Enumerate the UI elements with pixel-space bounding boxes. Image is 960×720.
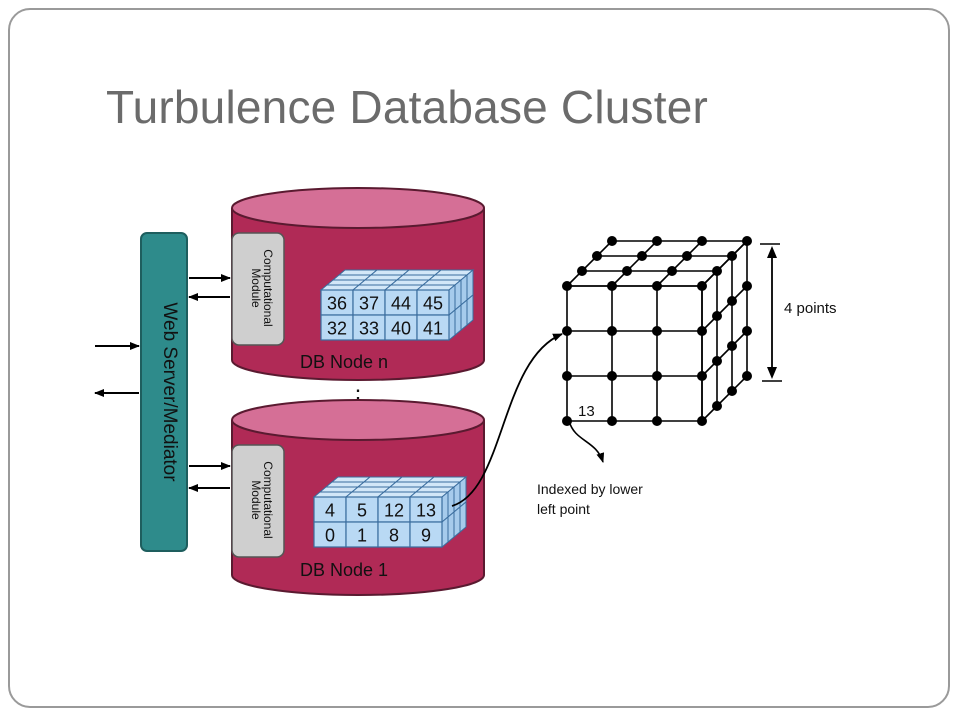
dimension-label: 4 points — [784, 300, 837, 317]
grid-point — [697, 326, 707, 336]
grid-point — [742, 326, 752, 336]
cell-side-face — [466, 293, 474, 327]
grid-point — [592, 251, 602, 261]
grid-cell-label: 0 — [325, 526, 335, 546]
grid-point — [712, 311, 722, 321]
grid-point — [607, 236, 617, 246]
cube-edge — [701, 375, 748, 422]
grid-point — [562, 326, 572, 336]
grid-point — [607, 416, 617, 426]
grid-point — [742, 371, 752, 381]
dimension-marker: 4 points — [760, 243, 837, 382]
module-label-line2: Module — [249, 268, 263, 308]
grid-point — [712, 266, 722, 276]
grid-point — [607, 281, 617, 291]
grid-cell-label: 4 — [325, 501, 335, 521]
grid-cell — [384, 314, 418, 341]
computational-module-n — [231, 232, 285, 346]
cube-edge — [566, 240, 613, 287]
grid-point — [697, 416, 707, 426]
cube-edge — [701, 285, 748, 332]
module-label-line1: Computational — [261, 249, 275, 326]
grid-point — [622, 266, 632, 276]
slide-title: Turbulence Database Cluster — [106, 81, 709, 133]
grid-cell-label: 8 — [389, 526, 399, 546]
grid-cell — [320, 314, 354, 341]
grid-point — [727, 341, 737, 351]
data-block-n: 36 37 44 45 32 33 40 41 — [319, 268, 475, 342]
cube-edge — [701, 240, 748, 287]
grid-point — [637, 251, 647, 261]
grid-point — [697, 236, 707, 246]
grid-cell-label: 1 — [357, 526, 367, 546]
index-note-line2: left point — [537, 501, 590, 517]
cell-side-face — [459, 500, 467, 534]
web-server-label: Web Server/Mediator — [159, 302, 180, 482]
cell-to-cube-connector — [451, 333, 563, 507]
cell-side-face — [441, 515, 449, 549]
grid-cell-label: 40 — [391, 319, 411, 339]
grid-point — [727, 296, 737, 306]
grid-point — [742, 236, 752, 246]
grid-point — [727, 251, 737, 261]
cell-side-face — [460, 298, 468, 332]
data-block-1: 4 5 12 13 0 1 8 9 — [312, 475, 468, 549]
web-server-box: Web Server/Mediator — [140, 232, 188, 552]
index-note-line1: Indexed by lower — [537, 481, 643, 497]
grid-point — [712, 356, 722, 366]
grid-point — [562, 371, 572, 381]
grid-point — [652, 281, 662, 291]
grid-point — [697, 371, 707, 381]
grid-point — [652, 416, 662, 426]
cell-side-face — [448, 308, 456, 342]
grid-cell-label: 33 — [359, 319, 379, 339]
grid-point — [742, 281, 752, 291]
grid-cell-label: 5 — [357, 501, 367, 521]
module-label-line2: Module — [249, 480, 263, 520]
grid-cell-label: 36 — [327, 294, 347, 314]
db-node-label: DB Node 1 — [300, 560, 388, 580]
grid-cell-label: 12 — [384, 501, 404, 521]
grid-cell-label: 41 — [423, 319, 443, 339]
grid-point — [577, 266, 587, 276]
grid-cell — [377, 521, 411, 548]
cell-side-face — [447, 510, 455, 544]
grid-cell — [416, 314, 450, 341]
grid-point — [652, 326, 662, 336]
grid-cell-label: 45 — [423, 294, 443, 314]
grid-point — [712, 401, 722, 411]
module-label-line1: Computational — [261, 461, 275, 538]
grid-point — [667, 266, 677, 276]
db-node-label: DB Node n — [300, 352, 388, 372]
cube-edge — [701, 330, 748, 377]
cube-edge — [656, 240, 703, 287]
grid-point — [607, 371, 617, 381]
index-arrow — [568, 420, 605, 463]
cube-edge — [611, 240, 658, 287]
cell-side-face — [454, 303, 462, 337]
grid-point — [652, 236, 662, 246]
computational-module-1 — [231, 444, 285, 558]
grid-cell-label: 32 — [327, 319, 347, 339]
grid-cell-label: 9 — [421, 526, 431, 546]
grid-point — [652, 371, 662, 381]
cell-side-face — [453, 505, 461, 539]
grid-point — [682, 251, 692, 261]
grid-cell-label: 13 — [416, 501, 436, 521]
grid-point — [562, 281, 572, 291]
grid-cell — [352, 289, 386, 316]
grid-point — [607, 326, 617, 336]
grid-cell — [409, 521, 443, 548]
grid-point — [697, 281, 707, 291]
grid-cell-label: 44 — [391, 294, 411, 314]
grid-point — [727, 386, 737, 396]
db-node-1: Computational Module 4 5 12 13 0 1 8 9 DB Node … — [231, 399, 485, 596]
point-cube — [562, 236, 752, 426]
grid-cell-label: 37 — [359, 294, 379, 314]
db-node-n: Computational Module 36 37 44 45 32 33 40 41 DB… — [231, 187, 485, 381]
corner-point-label: 13 — [578, 403, 595, 420]
